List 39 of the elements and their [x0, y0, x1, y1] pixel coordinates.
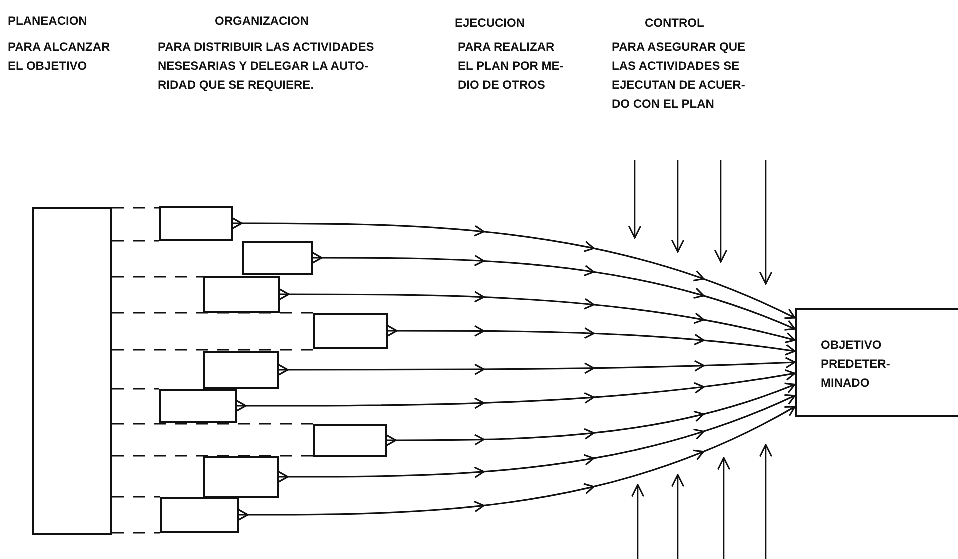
- objective-box: [795, 308, 958, 417]
- arrow: [279, 357, 796, 376]
- process-box: [313, 313, 388, 349]
- column-heading: EJECUCION: [455, 15, 526, 32]
- dashed-line: [112, 349, 313, 351]
- arrow: [313, 252, 796, 331]
- arrow: [239, 406, 796, 521]
- dashed-line: [112, 207, 159, 209]
- process-box: [159, 206, 233, 241]
- description-text: PARA ASEGURAR QUE LAS ACTIVIDADES SE EJECUTAN DE ACUER- DO CON EL PLAN: [612, 39, 747, 113]
- dashed-line: [112, 388, 159, 390]
- arrow: [280, 288, 796, 344]
- arrow: [237, 370, 796, 412]
- dashed-line: [112, 455, 313, 457]
- arrow: [233, 218, 796, 320]
- planning-box: [32, 207, 112, 535]
- dashed-line: [112, 423, 313, 425]
- process-box: [203, 276, 280, 313]
- node-text: OBJETIVO PREDETER- MINADO: [821, 337, 892, 392]
- process-box: [159, 389, 237, 423]
- process-box: [313, 424, 387, 457]
- arrow: [279, 394, 796, 483]
- column-heading: ORGANIZACION: [215, 13, 309, 30]
- process-box: [242, 241, 313, 275]
- dashed-line: [112, 532, 160, 534]
- process-box: [203, 456, 279, 498]
- description-text: PARA ALCANZAR EL OBJETIVO: [8, 39, 112, 75]
- description-text: PARA REALIZAR EL PLAN POR ME- DIO DE OTROS: [458, 39, 565, 94]
- process-box: [160, 497, 239, 533]
- dashed-line: [112, 312, 313, 314]
- dashed-line: [112, 276, 203, 278]
- dashed-line: [112, 496, 160, 498]
- process-box: [203, 351, 279, 389]
- column-heading: CONTROL: [645, 15, 704, 32]
- dashed-line: [112, 240, 159, 242]
- description-text: PARA DISTRIBUIR LAS ACTIVIDADES NESESARIAS Y DELEGAR LA AUTO- RIDAD QUE SE REQUIERE.: [158, 39, 376, 94]
- arrow: [387, 382, 796, 446]
- arrow: [388, 325, 796, 356]
- column-heading: PLANEACION: [8, 13, 88, 30]
